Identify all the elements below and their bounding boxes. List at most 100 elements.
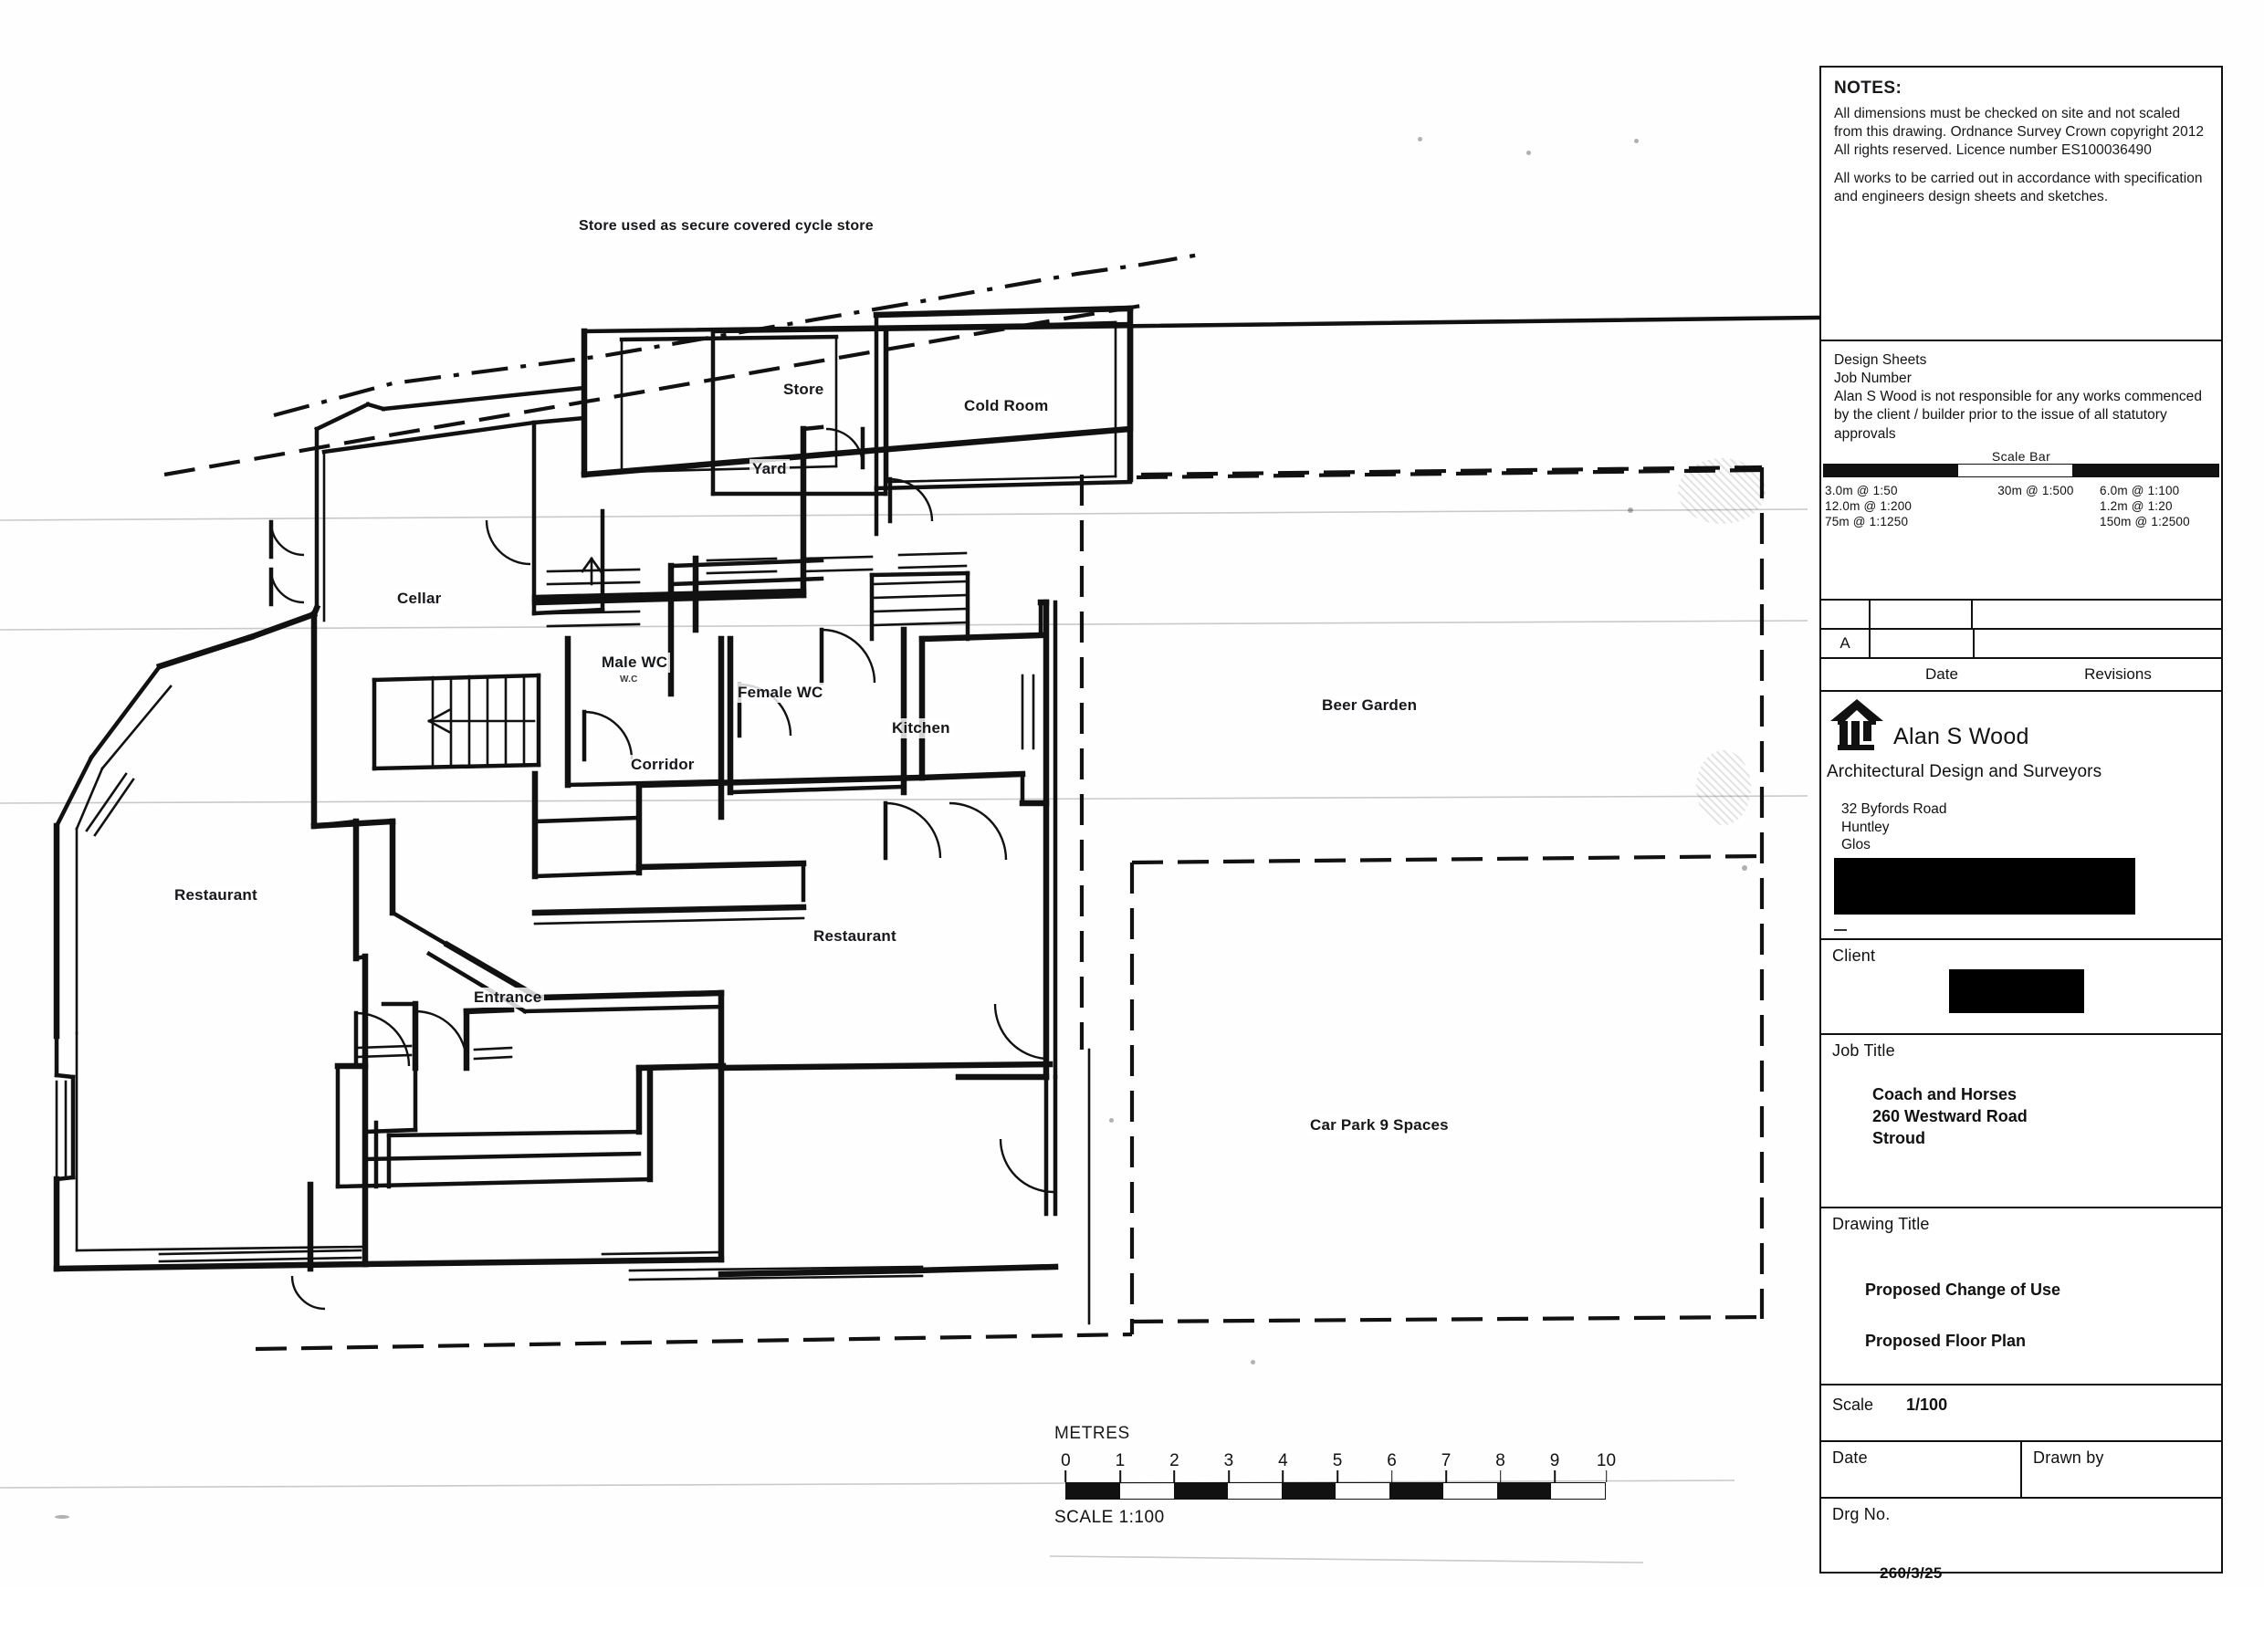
scan-smudge	[1678, 458, 1766, 524]
design-sheets-line-2: Job Number	[1834, 371, 1912, 387]
area-beer-garden-label: Beer Garden	[1319, 695, 1420, 716]
drg-no-label: Drg No.	[1832, 1505, 1891, 1523]
wc-corridor-block	[531, 551, 968, 925]
scan-speck	[1251, 1360, 1255, 1364]
company-section: Alan S Wood Architectural Design and Sur…	[1821, 692, 2221, 940]
room-kitchen-label: Kitchen	[889, 718, 953, 738]
house-icon	[1829, 697, 1885, 757]
room-male-wc-sublabel: W.C	[617, 674, 641, 685]
metric-scale-footer: SCALE 1:100	[1054, 1508, 1165, 1527]
scan-speck	[1634, 139, 1639, 143]
restaurant-building-outline	[53, 603, 725, 1272]
room-cellar-label: Cellar	[394, 589, 445, 609]
room-corridor-label: Corridor	[628, 755, 697, 775]
scan-speck	[1526, 151, 1531, 155]
scan-speck	[55, 1515, 69, 1519]
client-name-redaction	[1949, 969, 2084, 1013]
scale-value: 150m @ 1:2500	[2099, 515, 2190, 529]
metric-scale-ticks: 0 1 2 3 4 5 6 7 8 9 10	[1054, 1451, 1620, 1482]
client-label: Client	[1832, 946, 1876, 965]
room-store-label: Store	[781, 380, 827, 400]
scale-bar-values: 3.0m @ 1:50 12.0m @ 1:200 75m @ 1:1250 3…	[1821, 477, 2221, 535]
scale-value: 75m @ 1:1250	[1825, 515, 1909, 529]
job-title-line-1: Coach and Horses	[1872, 1085, 2018, 1103]
scan-speck	[1628, 507, 1633, 513]
metric-tick-label: 3	[1223, 1451, 1234, 1470]
company-contact-redaction	[1834, 858, 2135, 915]
area-entrance-label: Entrance	[471, 988, 545, 1008]
scan-speck	[1418, 137, 1422, 141]
scale-label: Scale	[1832, 1396, 1874, 1414]
scale-value: 1/100	[1906, 1396, 1948, 1414]
stair	[372, 673, 541, 771]
revision-mark: A	[1821, 630, 1871, 657]
store-cold-room-block	[581, 305, 2039, 537]
room-restaurant-west-label: Restaurant	[172, 885, 260, 905]
metric-scale-heading: METRES	[1054, 1424, 1130, 1443]
scale-value: 6.0m @ 1:100	[2099, 483, 2180, 497]
cycle-store-note: Store used as secure covered cycle store	[576, 217, 876, 235]
scale-value: 30m @ 1:500	[1997, 483, 2074, 497]
metric-tick-label: 2	[1169, 1451, 1179, 1470]
date-label: Date	[1832, 1448, 1868, 1467]
company-address-line-3: Glos	[1841, 837, 1871, 853]
company-discipline: Architectural Design and Surveyors	[1827, 762, 2102, 781]
job-title-section: Job Title Coach and Horses 260 Westward …	[1821, 1035, 2221, 1208]
revisions-col-revisions: Revisions	[2084, 665, 2152, 683]
design-sheets-section: Design Sheets Job Number Alan S Wood is …	[1821, 341, 2221, 601]
drawn-by-label: Drawn by	[2033, 1448, 2104, 1467]
revision-date-cell[interactable]	[1871, 630, 1975, 657]
scan-speck	[1742, 865, 1747, 871]
drawing-title-section: Drawing Title Proposed Change of Use Pro…	[1821, 1208, 2221, 1385]
cellar-wing	[268, 385, 824, 622]
drawing-sheet: .w {stroke:#111;stroke-width:4.5;fill:no…	[0, 66, 2223, 1582]
metric-tick-label: 9	[1549, 1451, 1560, 1470]
revision-row-a[interactable]: A	[1821, 630, 2221, 659]
scale-value: 1.2m @ 1:20	[2099, 498, 2173, 513]
area-car-park-label: Car Park 9 Spaces	[1307, 1115, 1452, 1135]
job-title-label: Job Title	[1832, 1041, 1895, 1060]
drawing-title-line-1: Proposed Change of Use	[1865, 1281, 2061, 1299]
drawing-title-label: Drawing Title	[1832, 1215, 1930, 1233]
kitchen	[819, 570, 1058, 1081]
metric-scale-graphic	[1065, 1482, 1607, 1500]
metric-scale-bar: METRES 0 1 2 3 4 5 6 7 8 9 10	[1054, 1424, 1620, 1528]
scale-value: 3.0m @ 1:50	[1825, 483, 1898, 497]
revisions-section: A Date Revisions	[1821, 601, 2221, 692]
metric-tick-label: 8	[1495, 1451, 1505, 1470]
metric-tick-label: 10	[1596, 1451, 1617, 1470]
notes-heading: NOTES:	[1834, 78, 1902, 98]
room-male-wc-label: Male WC	[599, 653, 671, 673]
notes-paragraph-2: All works to be carried out in accordanc…	[1834, 171, 2203, 205]
metric-tick-label: 5	[1332, 1451, 1343, 1470]
scan-smudge	[1696, 750, 1751, 825]
job-title-line-2: 260 Westward Road	[1872, 1106, 2028, 1125]
scan-speck	[1109, 1118, 1114, 1123]
misc-details	[290, 1048, 1091, 1325]
metric-tick-label: 0	[1061, 1451, 1071, 1470]
east-restaurant	[362, 989, 1059, 1281]
design-sheets-line-1: Design Sheets	[1834, 352, 1927, 368]
company-address-line-1: 32 Byfords Road	[1841, 801, 1947, 817]
area-yard-label: Yard	[749, 459, 790, 479]
client-section: Client	[1821, 940, 2221, 1035]
scale-bar-graphic	[1823, 463, 2219, 477]
company-address-line-2: Huntley	[1841, 819, 1890, 835]
company-name: Alan S Wood	[1893, 724, 2029, 749]
revisions-header: Date Revisions	[1821, 659, 2221, 692]
notes-section: NOTES: All dimensions must be checked on…	[1821, 68, 2221, 341]
title-block: NOTES: All dimensions must be checked on…	[1819, 66, 2223, 1582]
room-cold-room-label: Cold Room	[961, 396, 1052, 416]
job-title-line-3: Stroud	[1872, 1128, 1925, 1147]
drg-no-value: 260/3/25	[1880, 1564, 1943, 1582]
scale-bar-heading: Scale Bar	[1991, 448, 2051, 464]
metric-tick-label: 7	[1441, 1451, 1452, 1470]
metric-tick-label: 6	[1387, 1451, 1397, 1470]
revision-row-empty[interactable]	[1821, 601, 2221, 630]
scale-section: Scale 1/100	[1821, 1385, 2221, 1442]
entrance-lobby	[307, 1000, 727, 1272]
drawing-title-line-2: Proposed Floor Plan	[1865, 1331, 2027, 1350]
room-female-wc-label: Female WC	[735, 683, 826, 703]
revisions-col-date: Date	[1925, 665, 1958, 683]
scale-value: 12.0m @ 1:200	[1825, 498, 1913, 513]
